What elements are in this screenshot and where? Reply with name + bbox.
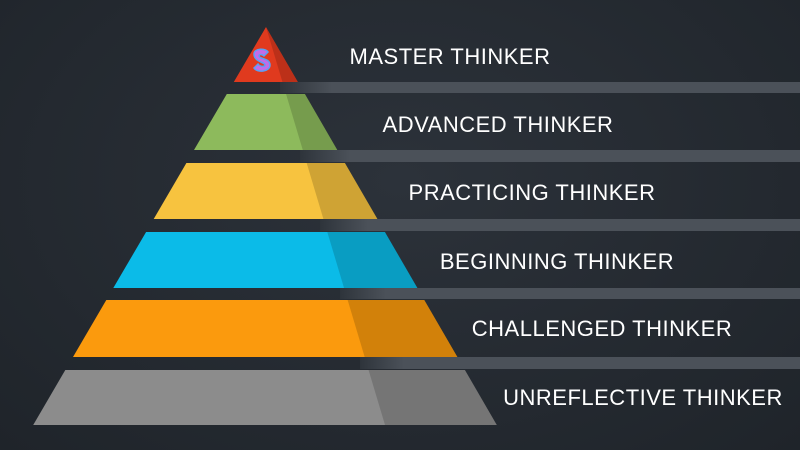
- stripe: [360, 357, 800, 369]
- band-beginning: [113, 232, 418, 288]
- band-unreflective: [33, 370, 497, 425]
- label-challenged-thinker: CHALLENGED THINKER: [471, 316, 733, 341]
- label-unreflective-thinker: UNREFLECTIVE THINKER: [503, 385, 783, 410]
- label-advanced-thinker: ADVANCED THINKER: [382, 112, 614, 137]
- label-practicing-thinker: PRACTICING THINKER: [408, 180, 656, 205]
- stripe: [280, 82, 800, 93]
- label-beginning-thinker: BEGINNING THINKER: [439, 249, 675, 274]
- logo-icon: [253, 48, 271, 72]
- stripes: [280, 82, 800, 369]
- band-advanced: [194, 94, 338, 150]
- band-challenged: [73, 300, 458, 357]
- stripe: [320, 219, 800, 231]
- stripe: [300, 150, 800, 162]
- label-master-thinker: MASTER THINKER: [349, 44, 551, 69]
- band-practicing: [153, 163, 378, 219]
- stripe: [340, 288, 800, 299]
